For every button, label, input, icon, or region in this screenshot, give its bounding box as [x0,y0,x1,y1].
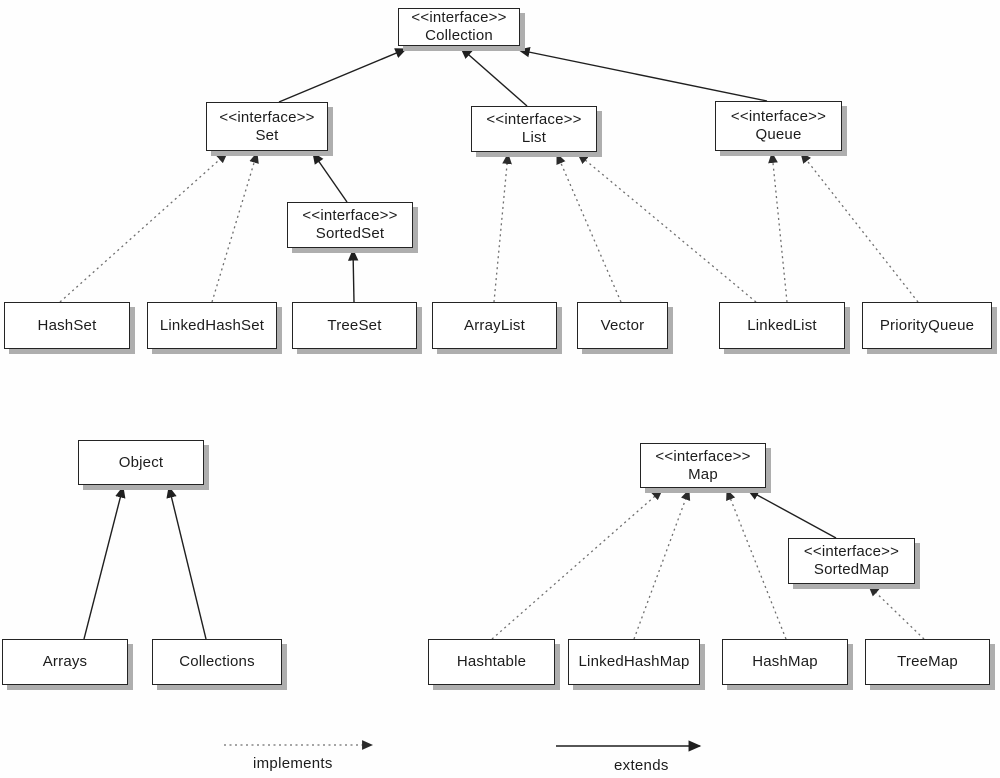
node-set: <<interface>> Set [206,102,328,151]
node-map: <<interface>> Map [640,443,766,488]
node-hashmap-name: HashMap [752,653,818,671]
node-linkedlist: LinkedList [719,302,845,349]
edge-linkedhashset-implements-set [211,151,259,303]
edge-arraylist-implements-list [493,152,512,303]
edge-set-extends-collection [278,48,408,103]
node-treemap-name: TreeMap [897,653,958,671]
node-sortedset-name: SortedSet [315,225,385,242]
edge-hashmap-implements-map [726,488,787,640]
node-linkedhashmap: LinkedHashMap [568,639,700,685]
legend-implements-label: implements [253,755,333,772]
edge-hashset-implements-set [59,152,228,303]
node-map-name: Map [688,465,718,483]
edge-queue-extends-collection [517,47,768,102]
node-map-stereotype: <<interface>> [655,447,751,465]
node-collection-name: Collection [425,27,493,44]
node-object-name: Object [118,453,164,471]
legend-extends-label: extends [614,757,669,774]
node-collections-name: Collections [179,653,255,671]
node-collection-stereotype: <<interface>> [411,9,507,27]
edge-arrays-extends-object [83,485,126,640]
node-queue: <<interface>> Queue [715,101,842,151]
node-arraylist: ArrayList [432,302,557,349]
edge-sortedset-extends-set [312,152,348,203]
edge-priorityqueue-implements-queue [800,152,919,303]
node-collections: Collections [152,639,282,685]
edge-list-extends-collection [460,47,528,107]
node-linkedhashmap-name: LinkedHashMap [578,653,690,671]
edge-treemap-implements-sortedmap [868,585,925,640]
edge-sortedmap-extends-map [746,489,837,539]
node-arraylist-name: ArrayList [464,316,525,334]
node-arrays-name: Arrays [42,653,88,671]
node-list-stereotype: <<interface>> [486,111,582,129]
node-hashset-name: HashSet [37,316,97,334]
node-hashtable: Hashtable [428,639,555,685]
node-vector: Vector [577,302,668,349]
edge-collections-extends-object [166,485,207,640]
node-sortedmap-stereotype: <<interface>> [803,543,900,561]
node-list: <<interface>> List [471,106,597,152]
edge-linkedhashmap-implements-map [633,488,691,640]
node-sortedmap-name: SortedMap [813,561,890,578]
node-hashtable-name: Hashtable [456,653,527,671]
node-set-name: Set [255,126,279,144]
node-queue-name: Queue [755,126,802,143]
node-arrays: Arrays [2,639,128,685]
node-queue-stereotype: <<interface>> [730,108,827,126]
node-priorityqueue: PriorityQueue [862,302,992,349]
edge-treeset-to-sortedset [347,248,359,303]
node-hashmap: HashMap [722,639,848,685]
node-sortedset: <<interface>> SortedSet [287,202,413,248]
node-set-stereotype: <<interface>> [219,108,315,126]
edge-linkedlist-implements-queue [768,151,788,303]
node-sortedset-stereotype: <<interface>> [302,207,398,225]
node-linkedlist-name: LinkedList [747,316,817,334]
node-vector-name: Vector [600,316,645,334]
node-hashset: HashSet [4,302,130,349]
node-sortedmap: <<interface>> SortedMap [788,538,915,584]
node-treemap: TreeMap [865,639,990,685]
node-linkedhashset: LinkedHashSet [147,302,277,349]
edge-vector-implements-list [556,152,622,303]
node-priorityqueue-name: PriorityQueue [879,316,975,334]
node-linkedhashset-name: LinkedHashSet [159,316,265,334]
node-treeset-name: TreeSet [327,316,382,334]
node-object: Object [78,440,204,485]
edge-linkedlist-implements-list [577,153,757,303]
edge-hashtable-implements-map [491,489,663,640]
node-list-name: List [521,129,547,146]
node-treeset: TreeSet [292,302,417,349]
node-collection: <<interface>> Collection [398,8,520,46]
